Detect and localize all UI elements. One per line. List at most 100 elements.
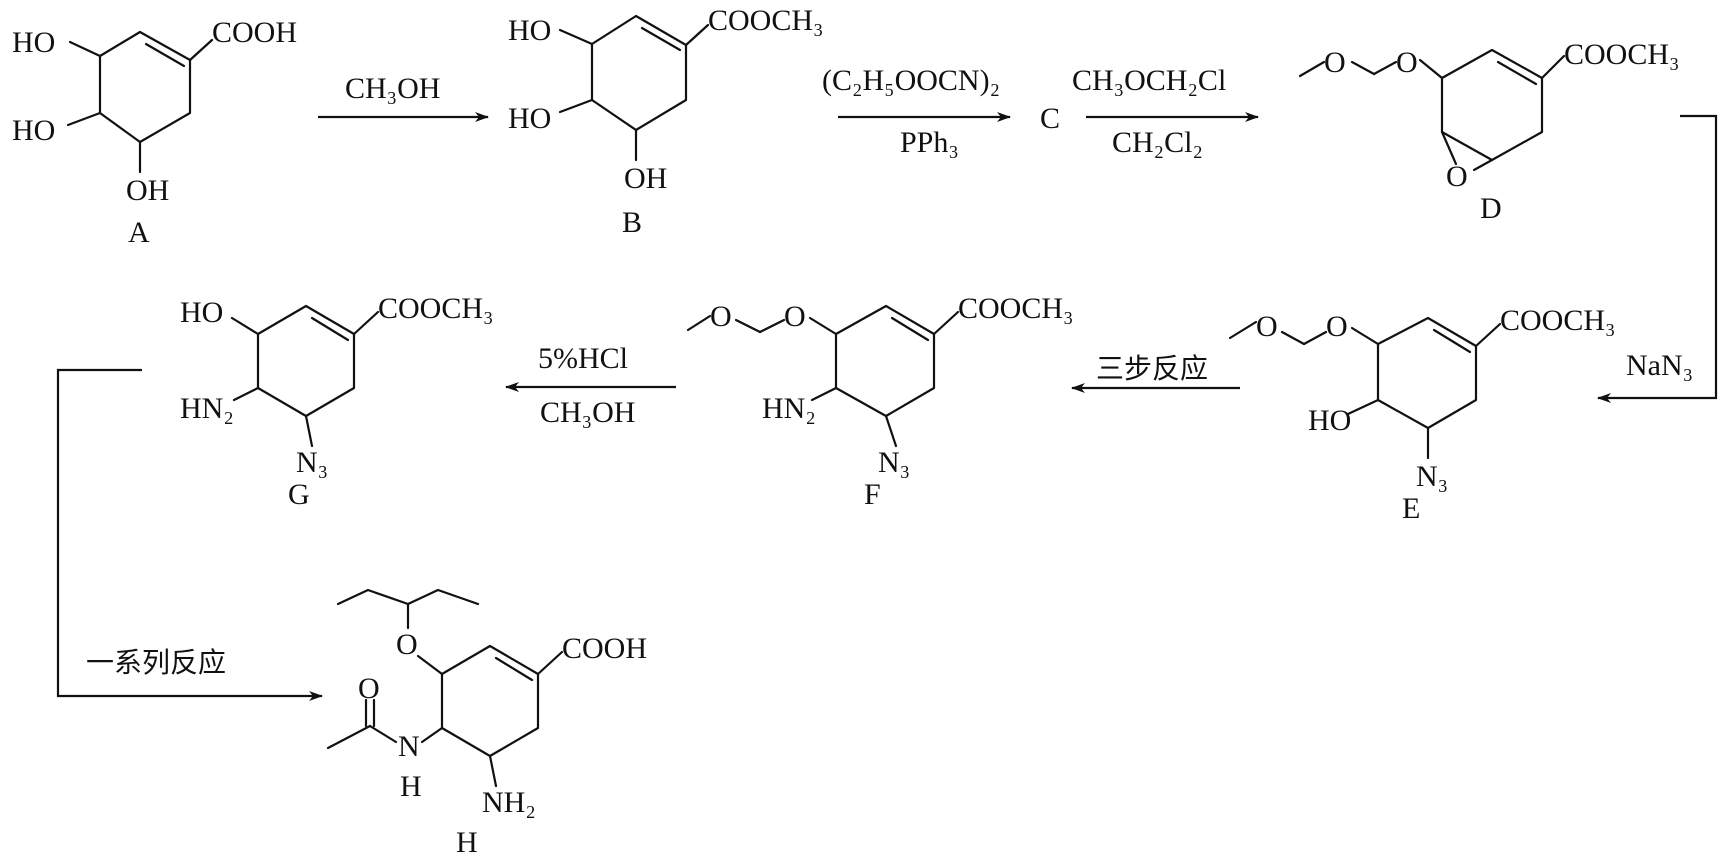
ring-h [440, 644, 540, 758]
ring-d-double-bond [1496, 60, 1538, 86]
ring-d [1440, 48, 1544, 162]
bond-h-carbonyl-methyl [326, 724, 372, 750]
ring-e [1376, 316, 1478, 430]
reagent-f-to-g-top: 5%HCl [538, 342, 628, 375]
reagent-b-to-c-top: (C₂H₅OOCN)₂ [822, 64, 1000, 97]
bond-h-n-carbonyl [368, 724, 398, 744]
bond-a-oh1 [68, 40, 102, 58]
group-d-ester: COOCH₃ [1564, 38, 1679, 71]
group-h-carbonyl-o: O [358, 672, 380, 705]
bond-b-oh1 [558, 28, 594, 46]
ring-e-double-bond [1432, 328, 1472, 354]
group-g-oh: HO [180, 296, 223, 329]
bond-d-ester [1540, 54, 1566, 80]
label-e: E [1402, 492, 1420, 525]
bond-g-amine [232, 386, 260, 402]
bond-e-methyl [1228, 320, 1258, 340]
group-e-ester: COOCH₃ [1500, 304, 1615, 337]
group-b-oh2: HO [508, 102, 551, 135]
bond-g-ester [352, 310, 380, 336]
reagent-d-to-e-side: NaN₃ [1626, 349, 1693, 382]
group-a-cooh: COOH [212, 16, 297, 49]
bond-h-cooh [536, 650, 564, 676]
bond-h-ring-n [420, 726, 444, 744]
pentyl-chain [336, 588, 480, 606]
compound-e: COOCH₃ O O HO N₃ E [1228, 304, 1615, 525]
group-f-azide: N₃ [878, 446, 910, 479]
ring-b-double-bond [640, 26, 682, 52]
bond-f-amine [810, 386, 838, 402]
bond-f-ch2-o2 [758, 318, 786, 334]
label-b: B [622, 206, 642, 239]
group-h-cooh: COOH [562, 632, 647, 665]
bond-a-cooh [188, 38, 214, 62]
bond-h-o-ring [416, 654, 444, 676]
label-h: H [456, 826, 478, 859]
epoxide-bond-1 [1440, 130, 1458, 166]
compound-b: COOCH₃ HO HO OH B [508, 4, 823, 239]
group-a-oh3: OH [126, 174, 169, 207]
group-f-o2: O [784, 300, 806, 333]
reagent-g-to-h-top: 一系列反应 [86, 646, 226, 679]
compound-f: COOCH₃ O O HN₂ N₃ F [686, 292, 1073, 511]
bond-g-azide [304, 414, 314, 448]
group-a-oh2: HO [12, 114, 55, 147]
arrow-b-to-c: (C₂H₅OOCN)₂ PPh₃ [822, 64, 1011, 159]
reagent-a-to-b-top: CH₃OH [345, 72, 440, 105]
compound-d: COOCH₃ O O O D [1298, 38, 1679, 225]
arrow-line-d-to-e [1597, 114, 1718, 403]
ring-f [834, 304, 936, 418]
group-h-amine: NH₂ [482, 786, 536, 819]
bond-d-o2-ring [1418, 58, 1444, 80]
bond-d-methyl [1298, 60, 1326, 78]
compound-h: COOH O O N H NH₂ H [326, 588, 647, 859]
bond-f-o1-ch2 [734, 318, 762, 334]
label-g: G [288, 478, 310, 511]
ring-b [590, 14, 688, 132]
bond-h-amine [488, 754, 498, 788]
group-g-azide: N₃ [296, 446, 328, 479]
compound-a: COOH HO HO OH A [12, 16, 297, 249]
group-f-amine: HN₂ [762, 392, 816, 425]
arrow-line-g-to-h [56, 368, 323, 701]
arrow-e-to-f: 三步反应 [1071, 352, 1240, 393]
group-h-n: N [398, 730, 420, 763]
bond-e-ester [1474, 322, 1502, 348]
group-b-oh3: OH [624, 162, 667, 195]
bond-e-o1-ch2 [1280, 330, 1306, 346]
bond-f-methyl [686, 314, 712, 332]
arrow-f-to-g: 5%HCl CH₃OH [505, 342, 676, 429]
group-g-ester: COOCH₃ [378, 292, 493, 325]
arrow-a-to-b: CH₃OH [318, 72, 489, 122]
reagent-e-to-f-top: 三步反应 [1096, 352, 1208, 385]
bond-f-o2-ring [808, 316, 838, 336]
compound-g: COOCH₃ HO HN₂ N₃ G [180, 292, 493, 511]
group-b-oh1: HO [508, 14, 551, 47]
ring-f-double-bond [890, 316, 930, 342]
label-c: C [1040, 102, 1060, 135]
reagent-c-to-d-top: CH₃OCH₂Cl [1072, 64, 1226, 97]
label-f: F [864, 478, 881, 511]
bond-f-ester [932, 310, 960, 336]
bond-d-ch2-o2 [1372, 60, 1398, 76]
bond-a-oh2 [66, 111, 102, 127]
group-e-o1: O [1256, 310, 1278, 343]
bond-e-ch2-o2 [1302, 330, 1328, 346]
bond-e-o2-ring [1350, 326, 1380, 346]
group-f-o1: O [710, 300, 732, 333]
epoxide-bond-2 [1472, 158, 1494, 172]
label-a: A [128, 216, 150, 249]
group-e-oh: HO [1308, 404, 1351, 437]
bond-b-oh2 [558, 98, 594, 114]
bond-e-oh [1346, 398, 1380, 416]
bond-b-ester [684, 23, 710, 47]
group-g-amine: HN₂ [180, 392, 234, 425]
group-d-epoxide-o: O [1446, 160, 1468, 193]
ring-a-double-bond [144, 42, 186, 68]
group-e-azide: N₃ [1416, 460, 1448, 493]
group-a-oh1: HO [12, 26, 55, 59]
ring-g-double-bond [310, 316, 350, 342]
group-h-ether-o: O [396, 628, 418, 661]
ring-h-double-bond [494, 656, 534, 682]
